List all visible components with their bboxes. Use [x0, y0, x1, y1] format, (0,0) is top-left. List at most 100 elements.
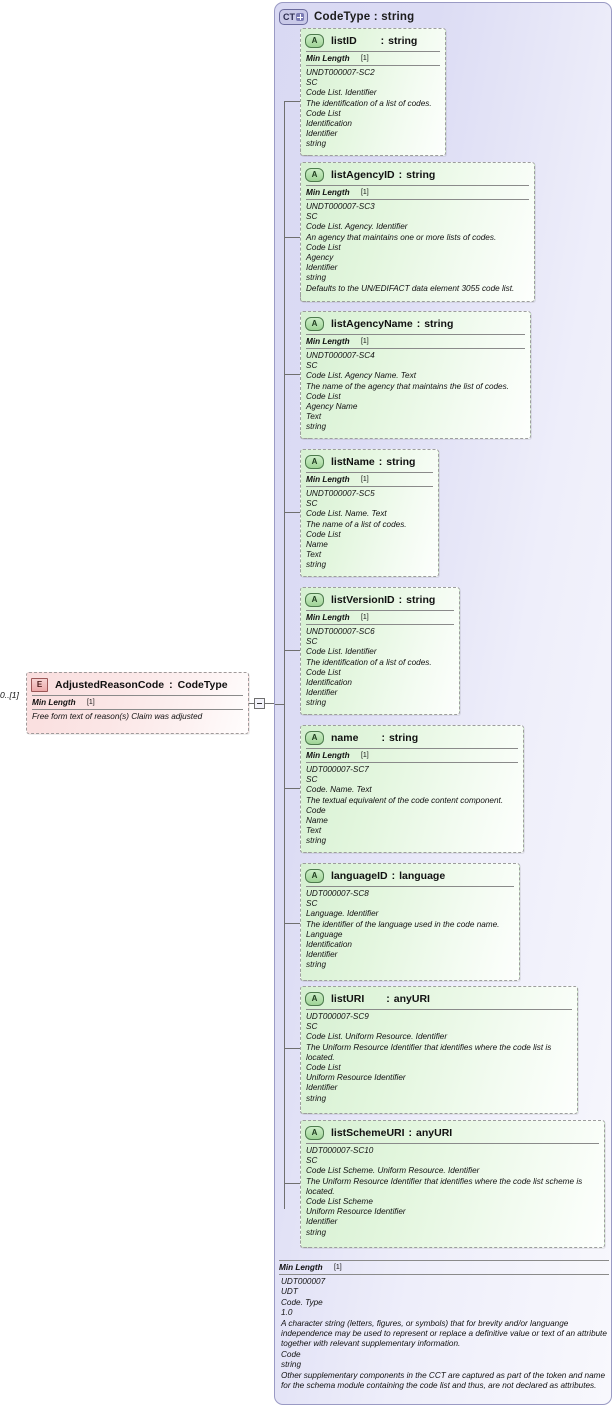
doc-line: SC [306, 775, 318, 785]
attribute-facet-row: Min Length [1] [306, 472, 433, 487]
doc-line: The identification of a list of codes. [306, 98, 432, 108]
attribute-facet-value: [1] [360, 752, 369, 759]
attribute-header: A listAgencyID : string [301, 163, 534, 184]
attribute-separator: : [381, 731, 385, 744]
attribute-header: A listName : string [301, 450, 438, 471]
doc-line: SC [306, 499, 318, 509]
doc-line: Code List [306, 242, 341, 252]
attribute-box-listagencyname[interactable]: A listAgencyName : string Min Length [1]… [300, 311, 531, 439]
attribute-badge-icon: A [305, 991, 324, 1006]
doc-line: string [306, 1093, 327, 1103]
doc-line: Identification [306, 940, 352, 950]
complextype-header: CT CodeType : string [279, 7, 414, 27]
doc-line: Identifier [306, 263, 338, 273]
doc-line: string [306, 139, 327, 149]
attribute-header: A languageID : language [301, 864, 519, 885]
doc-line: Defaults to the UN/EDIFACT data element … [306, 283, 515, 293]
attribute-separator: : [378, 455, 383, 468]
attribute-header: A listURI : anyURI [301, 987, 577, 1008]
attribute-facet-value: [1] [360, 614, 369, 621]
attribute-separator: : [416, 317, 421, 330]
attribute-type: string [406, 168, 436, 181]
attribute-badge-icon: A [305, 167, 324, 182]
attribute-separator: : [391, 869, 396, 882]
doc-line: Identification [306, 119, 352, 129]
complextype-container-codetype[interactable]: CT CodeType : string A listID : string M… [274, 2, 612, 1405]
attribute-box-listname[interactable]: A listName : string Min Length [1] UNDT0… [300, 449, 439, 577]
doc-line: UDT000007-SC10 [306, 1146, 374, 1155]
attribute-facet-label: Min Length [306, 475, 350, 484]
connector-stub [284, 237, 301, 238]
attribute-header: A name : string [301, 726, 523, 747]
complextype-badge-icon: CT [279, 9, 308, 25]
attribute-separator: : [386, 992, 390, 1005]
connector-collapse-to-type [265, 703, 275, 704]
doc-line: Code List. Identifier [306, 88, 377, 98]
attribute-facet-label: Min Length [306, 54, 350, 63]
element-documentation: Free form text of reason(s) Claim was ad… [27, 710, 248, 725]
doc-line: UDT [281, 1287, 298, 1297]
attribute-separator: : [408, 1126, 413, 1139]
attribute-box-listid[interactable]: A listID : string Min Length [1] UNDT000… [300, 28, 446, 156]
doc-line: Identification [306, 678, 352, 688]
attribute-documentation: UNDT000007-SC6 SC Code List. Identifier … [301, 625, 459, 712]
attribute-box-listschemeuri[interactable]: A listSchemeURI : anyURI UDT000007-SC10 … [300, 1120, 605, 1248]
doc-line: An agency that maintains one or more lis… [306, 232, 497, 242]
doc-line: Text [306, 550, 322, 560]
attribute-box-listagencyid[interactable]: A listAgencyID : string Min Length [1] U… [300, 162, 535, 302]
complextype-facet-row: Min Length [1] [279, 1260, 609, 1275]
attribute-box-listversionid[interactable]: A listVersionID : string Min Length [1] … [300, 587, 460, 715]
attribute-box-name[interactable]: A name : string Min Length [1] UDT000007… [300, 725, 524, 853]
attribute-facet-label: Min Length [306, 188, 350, 197]
attribute-separator: : [398, 593, 403, 606]
doc-line: UNDT000007-SC2 [306, 68, 375, 77]
attribute-separator: : [398, 168, 403, 181]
attribute-type: string [388, 34, 418, 47]
doc-line: SC [306, 78, 318, 88]
connector-stub [284, 101, 301, 102]
doc-line: The Uniform Resource Identifier that ide… [306, 1176, 583, 1196]
doc-line: Code. Type [281, 1297, 323, 1307]
doc-line: Code List Scheme. Uniform Resource. Iden… [306, 1166, 480, 1176]
collapse-toggle-icon[interactable] [254, 698, 265, 709]
doc-line: Code List [306, 667, 341, 677]
doc-line: Code List Scheme [306, 1197, 373, 1207]
doc-line: Text [306, 412, 322, 422]
attribute-box-languageid[interactable]: A languageID : language UDT000007-SC8 SC… [300, 863, 520, 981]
doc-line: SC [306, 899, 318, 909]
element-name: AdjustedReasonCode [55, 678, 165, 691]
doc-line: SC [306, 212, 318, 222]
doc-line: Identifier [306, 950, 338, 960]
doc-line: Identifier [306, 688, 338, 698]
element-box-adjustedreasoncode[interactable]: E AdjustedReasonCode : CodeType Min Leng… [26, 672, 249, 734]
attribute-facet-label: Min Length [306, 337, 350, 346]
connector-stub [284, 788, 301, 789]
connector-root-stub [275, 704, 285, 705]
attribute-name: listSchemeURI [331, 1126, 405, 1139]
attribute-name: listName [331, 455, 375, 468]
complextype-type: string [381, 11, 415, 23]
element-badge-icon: E [31, 677, 48, 692]
connector-attribute-trunk [284, 101, 285, 1209]
doc-line: Code List. Name. Text [306, 509, 387, 519]
attribute-header: A listAgencyName : string [301, 312, 530, 333]
element-multiplicity: 0..[1] [0, 690, 19, 700]
attribute-box-listuri[interactable]: A listURI : anyURI UDT000007-SC9 SC Code… [300, 986, 578, 1114]
attribute-documentation: UNDT000007-SC2 SC Code List. Identifier … [301, 66, 445, 153]
attribute-name: name [331, 731, 359, 744]
element-type: CodeType [177, 678, 228, 691]
attribute-separator: : [380, 34, 385, 47]
attribute-facet-label: Min Length [306, 613, 350, 622]
attribute-type: string [388, 731, 419, 744]
doc-line: UDT000007-SC9 [306, 1012, 369, 1021]
doc-line: Code List [306, 1063, 341, 1073]
doc-line: Uniform Resource Identifier [306, 1073, 406, 1083]
attribute-type: string [424, 317, 454, 330]
attribute-badge-icon: A [305, 592, 324, 607]
attribute-facet-row: Min Length [1] [306, 185, 529, 200]
doc-line: SC [306, 1022, 318, 1032]
connector-stub [284, 512, 301, 513]
doc-line: string [306, 836, 327, 846]
doc-line: The Uniform Resource Identifier that ide… [306, 1042, 552, 1062]
doc-line: string [306, 422, 327, 432]
